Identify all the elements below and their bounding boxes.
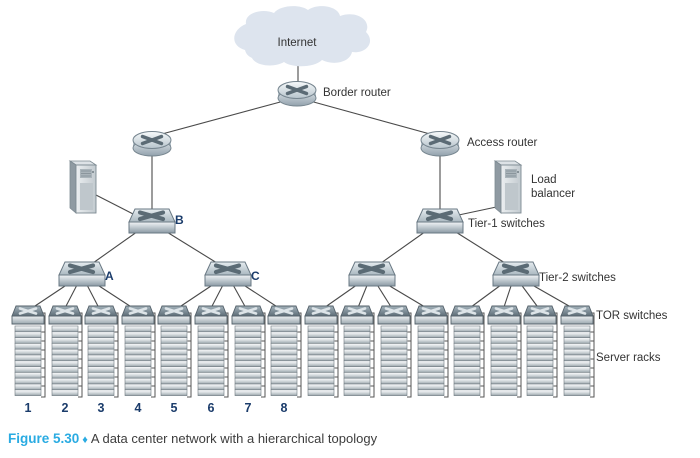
rack-number-4: 4: [135, 401, 142, 415]
edge-t2r2-tor3: [519, 282, 541, 311]
internet-cloud: [234, 6, 371, 67]
switch-c-letter: C: [251, 269, 260, 283]
edge-t2r2-tor4: [526, 281, 577, 311]
edge-t2r1-tor1: [320, 281, 362, 311]
server-rack-14: [486, 304, 523, 399]
server-rack-6: [193, 304, 230, 399]
rack-number-2: 2: [62, 401, 69, 415]
server-rack-5: [156, 304, 193, 399]
load-balancer-right-icon: [494, 160, 522, 214]
tier2-switches-label: Tier-2 switches: [539, 272, 616, 284]
edge-t2r1-tor3: [375, 282, 394, 311]
tier2-switch-right1-icon: [349, 262, 395, 286]
tier1-switch-b-icon: [129, 209, 175, 233]
edge-tier1r-tier2r1: [380, 228, 430, 264]
switch-b-letter: B: [175, 213, 184, 227]
edge-t2r2-tor1: [466, 281, 506, 311]
server-racks-row: [10, 304, 596, 399]
edge-loadbalancer-tier1-left: [93, 193, 136, 216]
internet-label: Internet: [278, 37, 318, 49]
server-rack-4: [120, 304, 157, 399]
server-rack-3: [83, 304, 120, 399]
server-rack-13: [449, 304, 486, 399]
rack-number-1: 1: [25, 401, 32, 415]
load-balancer-label-line2: balancer: [531, 188, 575, 200]
edge-c-tor4: [238, 281, 283, 311]
edge-tier1r-tier2r2: [450, 228, 506, 264]
switch-a-letter: A: [105, 269, 114, 283]
tier2-switch-c-icon: [205, 262, 251, 286]
tier1-switches-label: Tier-1 switches: [468, 218, 545, 230]
edge-c-tor1: [174, 281, 218, 311]
edge-t2r2-tor2: [502, 282, 513, 311]
edge-c-tor3: [231, 282, 248, 311]
server-rack-11: [376, 304, 413, 399]
edge-t2r1-tor4: [382, 281, 431, 311]
server-rack-12: [413, 304, 450, 399]
server-rack-10: [339, 304, 376, 399]
load-balancer-left-icon: [69, 160, 97, 214]
server-rack-8: [266, 304, 303, 399]
load-balancer-label-line1: Load: [531, 174, 557, 186]
access-router-label: Access router: [467, 137, 537, 149]
server-rack-7: [230, 304, 267, 399]
network-links: [28, 62, 577, 311]
border-router-icon: [276, 79, 318, 108]
caption-diamond-icon: ♦: [82, 434, 88, 446]
access-router-left-icon: [131, 129, 173, 158]
rack-number-5: 5: [171, 401, 178, 415]
edge-a-tor4: [92, 281, 137, 311]
figure-caption-text: A data center network with a hierarchica…: [90, 431, 378, 446]
edge-c-tor2: [209, 282, 225, 311]
edge-border-access-right: [309, 100, 431, 135]
border-router-label: Border router: [323, 87, 391, 99]
tor-switches-label: TOR switches: [596, 310, 668, 322]
edge-a-tor2: [63, 282, 79, 311]
rack-number-6: 6: [208, 401, 215, 415]
server-rack-9: [303, 304, 340, 399]
rack-number-3: 3: [98, 401, 105, 415]
edge-a-tor3: [85, 282, 101, 311]
tier2-switch-a-icon: [59, 262, 105, 286]
edge-border-access-left: [161, 100, 285, 135]
edge-b-a: [92, 228, 142, 264]
figure-caption: Figure 5.30♦A data center network with a…: [8, 431, 377, 446]
tier1-switch-right-icon: [417, 209, 463, 233]
edge-b-c: [161, 228, 218, 264]
rack-number-7: 7: [245, 401, 252, 415]
server-racks-label: Server racks: [596, 352, 661, 364]
server-rack-1: [10, 304, 47, 399]
rack-number-8: 8: [281, 401, 288, 415]
server-rack-15: [522, 304, 559, 399]
server-rack-2: [47, 304, 84, 399]
figure-caption-label: Figure 5.30: [8, 431, 80, 446]
access-router-right-icon: [419, 129, 461, 158]
rack-numbers: 1 2 3 4 5 6 7 8: [25, 401, 288, 415]
server-rack-16: [559, 304, 596, 399]
edge-tier1-loadbalancer-right: [453, 205, 502, 217]
edge-t2r1-tor2: [356, 282, 369, 311]
tier2-switch-right2-icon: [493, 262, 539, 286]
edge-a-tor1: [28, 281, 72, 311]
